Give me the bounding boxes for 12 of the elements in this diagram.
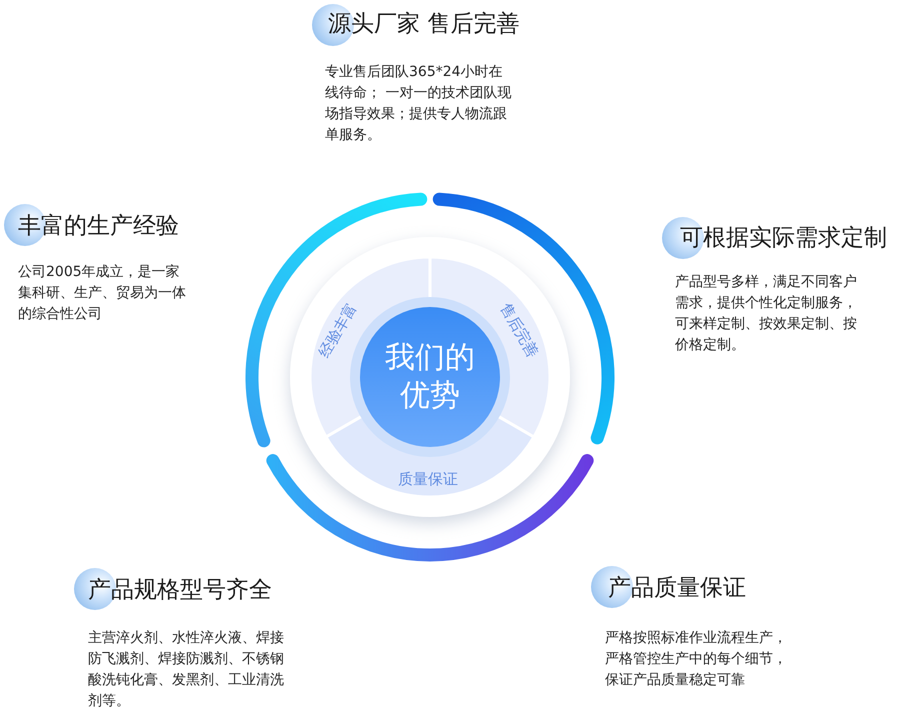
feature-description: 严格按照标准作业流程生产，严格管控生产中的每个细节，保证产品质量稳定可靠 bbox=[605, 629, 788, 690]
feature-heading: 产品规格型号齐全 bbox=[88, 576, 272, 605]
feature-heading: 丰富的生产经验 bbox=[18, 212, 179, 241]
feature-heading: 可根据实际需求定制 bbox=[680, 224, 887, 253]
feature-description: 主营淬火剂、水性淬火液、焊接防飞溅剂、焊接防溅剂、不锈钢酸洗钝化膏、发黑剂、工业清洗剂等。 bbox=[88, 629, 285, 709]
feature-description: 专业售后团队365*24小时在线待命； 一对一的技术团队现场指导效果；提供专人物流跟单服务。 bbox=[325, 63, 512, 145]
sector-label: 经验丰富 bbox=[314, 299, 362, 361]
sector-label: 质量保证 bbox=[398, 470, 458, 488]
feature-description: 公司2005年成立，是一家集科研、生产、贸易为一体的综合性公司 bbox=[18, 263, 187, 324]
feature-description: 产品型号多样，满足不同客户需求，提供个性化定制服务，可来样定制、按效果定制、按价格定制。 bbox=[675, 273, 858, 355]
feature-heading: 源头厂家 售后完善 bbox=[328, 10, 520, 39]
feature-heading: 产品质量保证 bbox=[608, 574, 746, 603]
